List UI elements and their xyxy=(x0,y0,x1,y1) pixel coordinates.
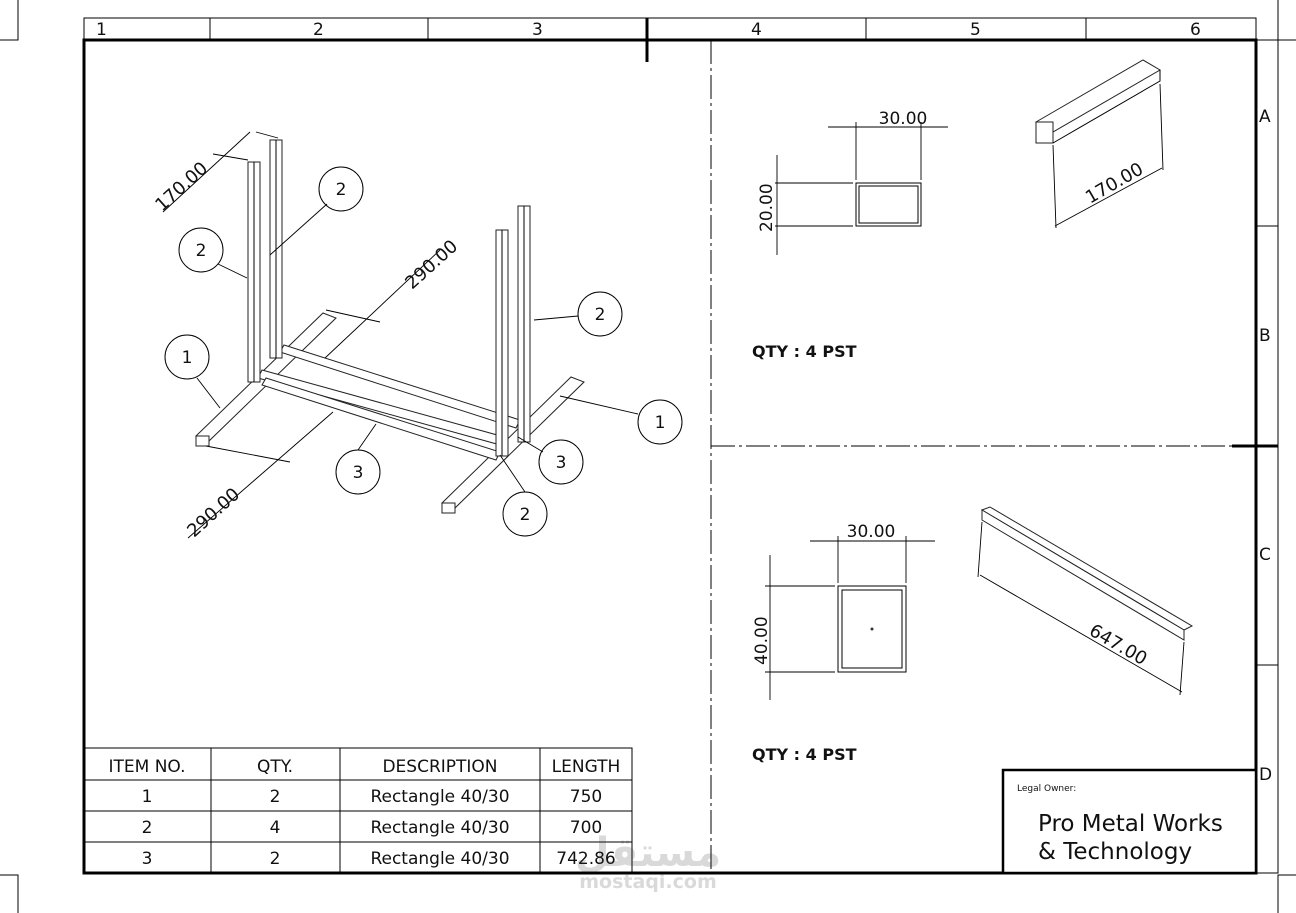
svg-text:Rectangle 40/30: Rectangle 40/30 xyxy=(370,787,509,807)
bom-header-length: LENGTH xyxy=(552,757,621,777)
svg-text:750: 750 xyxy=(570,787,602,807)
svg-text:3: 3 xyxy=(142,849,153,869)
zone-col-2: 2 xyxy=(313,20,324,40)
profile-view-bottom: 30.00 40.00 647.00 QTY : 4 PST xyxy=(752,506,1194,764)
profile-view-top: 30.00 20.00 170.00 QTY : 4 PST xyxy=(752,59,1164,361)
dim-length-170: 170.00 xyxy=(1082,159,1147,209)
svg-text:1: 1 xyxy=(182,348,193,368)
legal-owner-label: Legal Owner: xyxy=(1017,784,1076,794)
dim-length-647: 647.00 xyxy=(1086,620,1151,670)
title-block: Legal Owner: Pro Metal Works & Technolog… xyxy=(1001,768,1258,875)
zone-col-4: 4 xyxy=(751,20,762,40)
qty-label-top: QTY : 4 PST xyxy=(752,342,857,361)
svg-text:2: 2 xyxy=(336,180,347,200)
qty-label-bottom: QTY : 4 PST xyxy=(752,745,857,764)
bom-header-description: DESCRIPTION xyxy=(382,757,497,777)
balloon: 2 xyxy=(178,227,224,273)
dim-290-bottom: 290.00 xyxy=(183,484,244,542)
company-name-line1: Pro Metal Works xyxy=(1038,811,1223,837)
svg-text:2: 2 xyxy=(142,818,153,838)
balloon: 1 xyxy=(164,334,210,380)
zone-col-5: 5 xyxy=(970,20,981,40)
isometric-frame-view: 170.00 290.00 290.00 2 2 1 3 3 2 2 1 xyxy=(151,131,683,542)
svg-text:Rectangle 40/30: Rectangle 40/30 xyxy=(370,818,509,838)
zone-col-3: 3 xyxy=(532,20,543,40)
company-name-line2: & Technology xyxy=(1038,839,1192,865)
zone-row-a: A xyxy=(1259,107,1271,127)
table-row: 2 4 Rectangle 40/30 700 xyxy=(142,818,603,838)
table-row: 3 2 Rectangle 40/30 742.86 xyxy=(142,849,616,869)
bom-table: ITEM NO. QTY. DESCRIPTION LENGTH 1 2 Rec… xyxy=(83,747,633,874)
svg-text:1: 1 xyxy=(142,787,153,807)
bom-header-item: ITEM NO. xyxy=(108,757,185,777)
balloon: 2 xyxy=(318,166,364,212)
balloon: 1 xyxy=(637,399,683,445)
zone-col-6: 6 xyxy=(1190,20,1201,40)
zone-row-d: D xyxy=(1259,765,1272,785)
balloon: 2 xyxy=(577,291,623,337)
balloon: 3 xyxy=(335,449,381,495)
svg-text:1: 1 xyxy=(655,413,666,433)
dim-height-20: 20.00 xyxy=(757,183,777,232)
watermark: مستقل mostaqi.com xyxy=(575,830,721,893)
svg-text:2: 2 xyxy=(595,305,606,325)
svg-text:mostaqi.com: mostaqi.com xyxy=(579,871,717,893)
svg-text:2: 2 xyxy=(520,505,531,525)
svg-text:700: 700 xyxy=(570,818,602,838)
dim-width-30-bottom: 30.00 xyxy=(847,522,896,542)
svg-text:2: 2 xyxy=(196,241,207,261)
bom-header-qty: QTY. xyxy=(257,757,293,777)
svg-text:4: 4 xyxy=(270,818,281,838)
balloon: 3 xyxy=(538,439,584,485)
balloon: 2 xyxy=(502,491,548,537)
svg-text:2: 2 xyxy=(270,849,281,869)
svg-text:2: 2 xyxy=(270,787,281,807)
svg-text:3: 3 xyxy=(353,463,364,483)
dim-width-30: 30.00 xyxy=(879,109,928,129)
table-row: 1 2 Rectangle 40/30 750 xyxy=(142,787,603,807)
zone-col-1: 1 xyxy=(96,20,107,40)
dim-290-top: 290.00 xyxy=(401,236,462,294)
svg-text:742.86: 742.86 xyxy=(556,849,615,869)
svg-text:مستقل: مستقل xyxy=(575,830,721,876)
sheet-border xyxy=(82,38,1258,875)
svg-text:Rectangle 40/30: Rectangle 40/30 xyxy=(370,849,509,869)
svg-text:3: 3 xyxy=(556,453,567,473)
zone-row-b: B xyxy=(1259,326,1271,346)
zone-row-c: C xyxy=(1259,545,1271,565)
dim-170: 170.00 xyxy=(151,158,212,216)
dim-height-40: 40.00 xyxy=(752,616,772,665)
